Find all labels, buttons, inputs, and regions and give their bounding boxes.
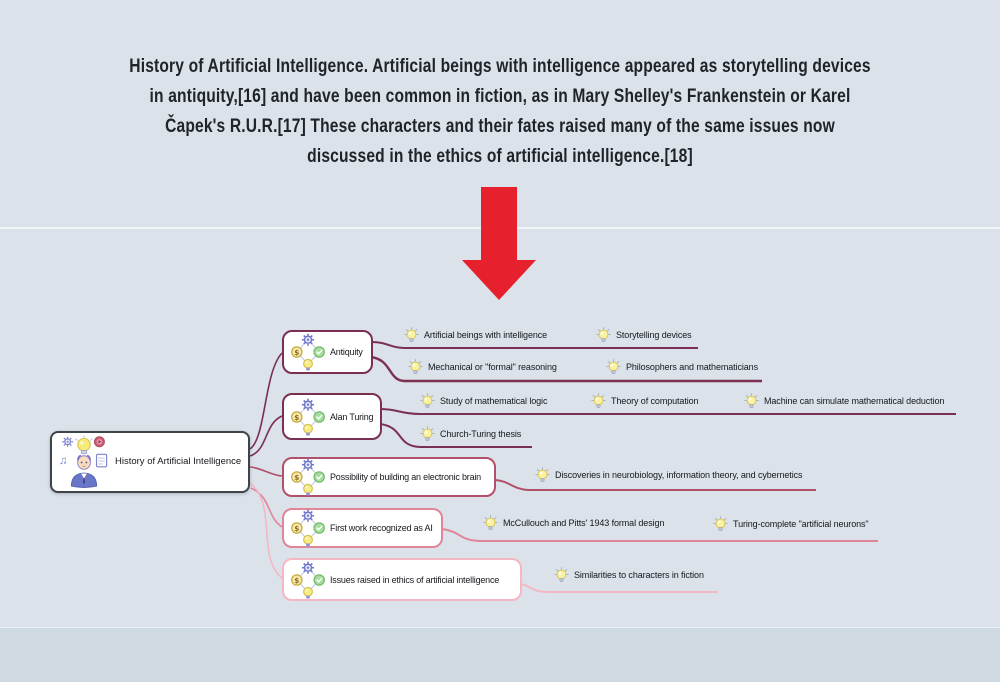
gear-coin-check-lightbulb-cluster-icon [290,560,326,599]
edge-root-alan-turing [249,415,283,457]
lightbulb-icon [408,359,423,374]
music-note-icon: ♫ [59,455,68,467]
leaf-label: Discoveries in neurobiology, information… [555,470,803,480]
leaf-node: Church-Turing thesis [420,426,521,442]
intro-line: discussed in the ethics of artificial in… [307,146,693,167]
leaf-label: Theory of computation [611,396,699,406]
gear-coin-check-lightbulb-cluster-icon [290,508,326,548]
edge-ethics-row [515,582,718,593]
leaf-node: Philosophers and mathematicians [606,359,758,375]
lightbulb-icon [554,567,569,582]
branch-label: First work recognized as AI [330,523,433,533]
lightbulb-icon [596,327,611,342]
root-node: ♫ [50,431,250,493]
lightbulb-icon [420,426,435,441]
branch-node-first-work: First work recognized as AI [282,508,443,548]
edge-root-ethics [249,482,283,579]
intro-line: History of Artificial Intelligence. Arti… [129,56,871,77]
leaf-node: Machine can simulate mathematical deduct… [744,393,944,409]
down-arrow-icon [462,187,536,300]
mindmap-edges [249,341,956,593]
root-label: History of Artificial Intelligence [115,455,242,467]
leaf-node: McCullouch and Pitts' 1943 formal design [483,515,664,531]
branch-label: Possibility of building an electronic br… [330,472,481,482]
leaf-label: Study of mathematical logic [440,396,548,406]
bottom-band [0,627,1000,682]
edge-turing-row2 [379,423,532,448]
branch-node-ethics: Issues raised in ethics of artificial in… [282,558,522,601]
gear-coin-check-lightbulb-cluster-icon [290,332,326,372]
lightbulb-icon [420,393,435,408]
person-idea-illustration: ♫ [59,435,108,488]
leaf-node: Mechanical or "formal" reasoning [408,359,557,375]
edge-turing-row1 [379,408,956,415]
lightbulb-icon [591,393,606,408]
branch-node-alan-turing: Alan Turing [282,393,382,440]
edge-root-antiquity [249,352,283,450]
lightbulb-icon [535,467,550,482]
leaf-node: Turing-complete "artificial neurons" [713,516,869,532]
leaf-label: Church-Turing thesis [440,429,522,439]
leaf-label: Artificial beings with intelligence [424,330,548,340]
intro-line: in antiquity,[16] and have been common i… [149,86,851,107]
branch-label: Antiquity [330,347,363,357]
leaf-node: Discoveries in neurobiology, information… [535,467,803,483]
leaf-label: Turing-complete "artificial neurons" [733,519,869,529]
edge-antiquity-row2 [370,355,762,383]
intro-line: Čapek's R.U.R.[17] These characters and … [165,116,835,137]
branch-node-antiquity: Antiquity [282,330,373,374]
play-icon [93,436,105,448]
lightbulb-icon [713,516,728,531]
leaf-node: Artificial beings with intelligence [404,327,547,343]
leaf-node: Similarities to characters in fiction [554,567,704,583]
gear-icon [62,436,74,447]
leaf-label: Storytelling devices [616,330,692,340]
edge-root-electronic-brain [249,466,283,477]
branch-node-electronic-brain: Possibility of building an electronic br… [282,457,496,497]
edge-first-work-row [441,528,878,542]
lightbulb-icon [744,393,759,408]
lightbulb-icon [483,515,498,530]
leaf-label: Mechanical or "formal" reasoning [428,362,557,372]
leaf-label: Similarities to characters in fiction [574,570,704,580]
lightbulb-icon [75,435,93,455]
branch-label: Alan Turing [330,411,374,422]
leaf-node: Theory of computation [591,393,699,409]
document-icon [95,453,108,468]
lightbulb-icon [606,359,621,374]
gear-coin-check-lightbulb-cluster-icon [290,457,326,497]
edge-antiquity-row1 [370,341,698,349]
leaf-label: Philosophers and mathematicians [626,362,758,372]
branch-label: Issues raised in ethics of artificial in… [330,574,500,585]
edge-root-first-work [250,487,283,528]
lightbulb-icon [404,327,419,342]
leaf-label: Machine can simulate mathematical deduct… [764,396,945,406]
leaf-label: McCullouch and Pitts' 1943 formal design [503,518,665,528]
edge-brain-row [494,479,816,491]
intro-paragraph: History of Artificial Intelligence. Arti… [90,52,910,172]
person-icon [71,454,97,488]
gear-coin-check-lightbulb-cluster-icon [290,397,326,436]
leaf-node: Study of mathematical logic [420,393,547,409]
leaf-node: Storytelling devices [596,327,692,343]
